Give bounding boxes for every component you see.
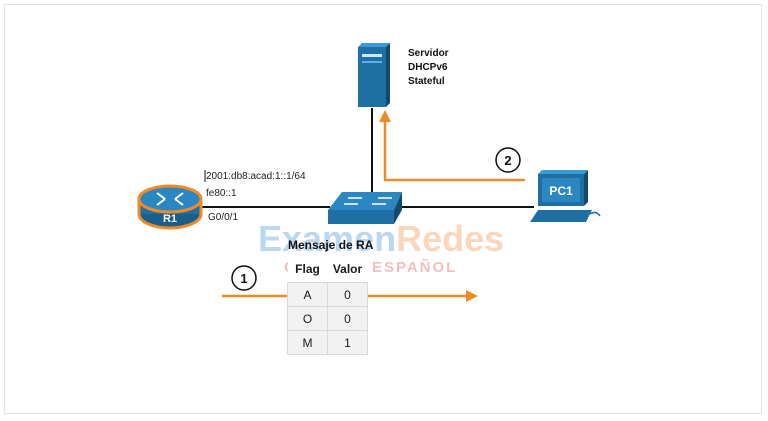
server-icon	[358, 43, 390, 107]
step-badge-2-label: 2	[504, 153, 511, 168]
arrowhead-step2	[379, 110, 391, 122]
arrow-step2	[383, 118, 525, 182]
router-link-local: fe80::1	[206, 188, 237, 199]
ra-col-flag: Flag	[287, 256, 328, 283]
server-label: Servidor DHCPv6 Stateful	[408, 47, 449, 89]
ra-col-value: Valor	[327, 256, 368, 283]
watermark-part1: Examen	[258, 218, 397, 259]
router-interface: G0/0/1	[208, 212, 239, 223]
ra-value-cell: 0	[327, 306, 368, 331]
server-label-line-3: Stateful	[408, 76, 445, 87]
ra-flag-cell: A	[287, 282, 328, 307]
table-row: A 0	[287, 282, 368, 307]
switch-icon	[328, 192, 402, 224]
ra-message-title: Mensaje de RA	[288, 238, 374, 252]
server-label-line-1: Servidor	[408, 48, 449, 59]
table-row: M 1	[287, 330, 368, 355]
step-badge-1-label: 1	[240, 271, 247, 286]
router-name: R1	[163, 213, 177, 225]
router-icon: R1	[137, 184, 203, 230]
ra-value-cell: 1	[327, 330, 368, 355]
watermark-logo: ExamenRedes	[258, 218, 504, 260]
arrowhead-step1	[466, 290, 478, 302]
table-row: O 0	[287, 306, 368, 331]
watermark-part2: Redes	[396, 218, 505, 259]
ra-value-cell: 0	[327, 282, 368, 307]
step-badge-2: 2	[495, 147, 521, 173]
step-badge-1: 1	[231, 265, 257, 291]
ra-flag-cell: O	[287, 306, 328, 331]
router-ipv6-address: 2001:db8:acad:1::1/64	[206, 171, 306, 182]
pc-icon: PC1	[530, 170, 601, 222]
ra-flag-cell: M	[287, 330, 328, 355]
ra-table-header: Flag Valor	[287, 256, 368, 283]
server-label-line-2: DHCPv6	[408, 62, 448, 73]
ra-flags-table: Flag Valor A 0 O 0 M 1	[287, 256, 368, 355]
pc-name: PC1	[549, 184, 573, 198]
